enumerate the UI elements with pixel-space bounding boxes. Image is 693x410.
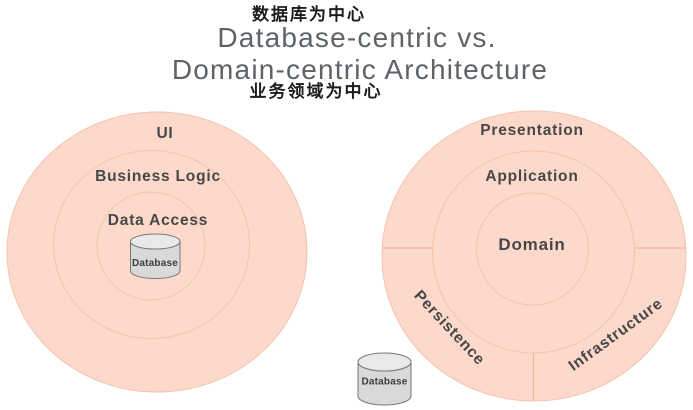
right-outer-circle — [381, 110, 687, 402]
left-inner-ring — [96, 191, 206, 301]
domain-centric-caption-zh: 业务领域为中心 — [250, 81, 383, 101]
domain-centric-diagram: Presentation Application Domain Persiste… — [381, 110, 687, 402]
database-centric-diagram: UI Business Logic Data Access Database — [6, 111, 308, 393]
database-cylinder-icon: Database — [130, 233, 181, 279]
ui-layer-label: UI — [156, 125, 173, 142]
domain-label: Domain — [498, 235, 565, 254]
database-label: Database — [132, 258, 178, 269]
right-inner-ring — [476, 192, 589, 306]
external-database-label: Database — [361, 377, 407, 388]
external-database-cylinder-icon: Database — [357, 352, 412, 406]
left-middle-ring — [53, 150, 250, 339]
application-label: Application — [485, 168, 578, 185]
data-access-label: Data Access — [108, 212, 208, 229]
diagram-title-line2: Domain-centric Architecture — [172, 54, 548, 85]
diagram-title-line1: Database-centric vs. — [217, 22, 496, 53]
presentation-label: Presentation — [480, 122, 584, 139]
database-centric-caption-zh: 数据库为中心 — [252, 4, 366, 24]
business-logic-label: Business Logic — [95, 168, 221, 185]
